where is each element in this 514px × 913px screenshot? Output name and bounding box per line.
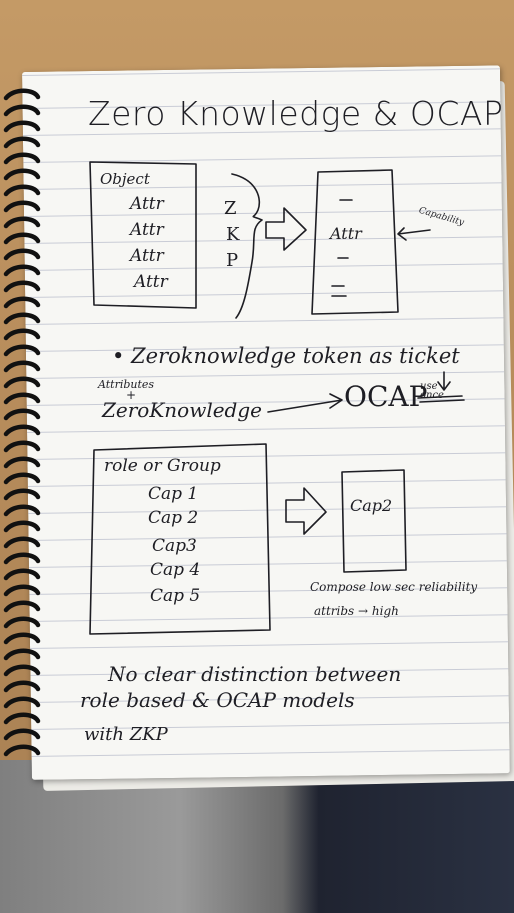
spiral-ring [3,88,41,101]
role-box-outline [89,443,271,635]
object-attr-3: Attr [130,246,164,266]
compose-line-1: Compose low sec reliability [310,580,478,594]
ocap-label: OCAP [344,380,428,413]
object-attr-1: Attr [130,194,164,214]
attributes-label: Attributes [98,378,155,391]
compose-line-2: attribs → high [314,604,399,618]
footer-line-2: role based & OCAP models [80,688,355,712]
spiral-ring [3,712,41,725]
spiral-ring [3,264,41,277]
big-arrow-2 [285,487,327,535]
spiral-ring [3,728,41,741]
spiral-ring [3,280,41,293]
spiral-ring [3,232,41,245]
object-box-outline [89,161,197,309]
role-cap-3: Cap3 [152,536,197,556]
use-once-label: use once [420,381,444,401]
object-attr-2: Attr [130,220,164,240]
role-cap-4: Cap 4 [150,560,201,580]
spiral-ring [3,744,41,757]
spiral-ring [3,440,41,453]
spiral-binding [3,88,41,757]
object-attr-4: Attr [134,272,168,292]
spiral-ring [3,248,41,261]
spiral-ring [3,664,41,677]
cap2-label: Cap2 [350,496,393,515]
spiral-ring [3,648,41,661]
spiral-ring [3,200,41,213]
spiral-ring [3,136,41,149]
role-cap-5: Cap 5 [150,586,201,606]
spiral-ring [3,488,41,501]
role-cap-1: Cap 1 [148,484,199,504]
object-header: Object [100,170,150,188]
spiral-ring [3,216,41,229]
role-header: role or Group [104,456,221,476]
spiral-ring [3,680,41,693]
spiral-ring [3,424,41,437]
spiral-ring [3,120,41,133]
spiral-ring [3,328,41,341]
spiral-ring [3,600,41,613]
spiral-ring [3,344,41,357]
footer-line-1: No clear distinction between [108,662,402,686]
spiral-ring [3,312,41,325]
spiral-ring [3,616,41,629]
spiral-ring [3,392,41,405]
capability-arrow [397,227,431,241]
right-box-attr: Attr [330,224,362,243]
zkp-letter-k: K [226,224,240,245]
spiral-ring [3,584,41,597]
spiral-ring [3,696,41,709]
spiral-ring [3,104,41,117]
right-box-outline [311,169,399,315]
brace-shape [231,173,263,319]
zeroknowledge-line: ZeroKnowledge [102,398,262,422]
spiral-ring [3,456,41,469]
spiral-ring [3,360,41,373]
spiral-ring [3,632,41,645]
plus-sign: + [126,388,137,402]
big-arrow-1 [265,207,307,251]
spiral-ring [3,472,41,485]
zkp-letter-z: Z [224,198,237,219]
spiral-ring [3,168,41,181]
role-cap-2: Cap 2 [148,508,199,528]
cap2-box-outline [341,469,407,573]
page-title: Zero Knowledge & OCAP [88,94,504,133]
spiral-ring [3,152,41,165]
spiral-ring [3,184,41,197]
bullet-line: • Zeroknowledge token as ticket [112,344,460,368]
spiral-ring [3,568,41,581]
spiral-ring [3,376,41,389]
spiral-ring [3,552,41,565]
zkp-letter-p: P [226,250,239,271]
spiral-ring [3,504,41,517]
footer-line-3: with ZKP [84,724,168,745]
spiral-ring [3,520,41,533]
spiral-ring [3,296,41,309]
spiral-ring [3,536,41,549]
spiral-ring [3,408,41,421]
long-arrow [267,393,343,413]
